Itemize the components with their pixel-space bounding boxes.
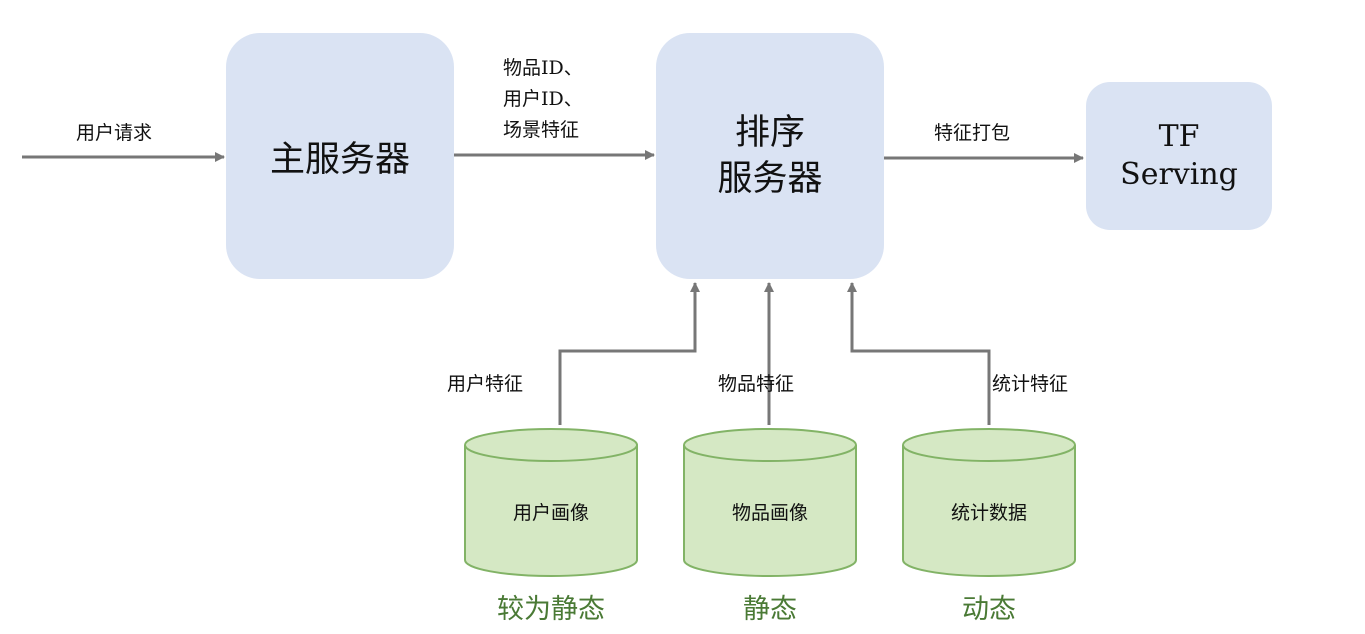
rank-server-box: 排序 服务器 xyxy=(656,33,884,279)
item-feature-label: 物品特征 xyxy=(718,373,795,395)
state-item-profile: 静态 xyxy=(743,594,797,625)
ids-label-line3: 场景特征 xyxy=(503,119,580,141)
rank-server-label-line2: 服务器 xyxy=(717,159,823,199)
ids-label-line2: 用户ID、 xyxy=(503,88,583,110)
main-server-label: 主服务器 xyxy=(269,139,410,180)
database-item-profile xyxy=(683,428,857,577)
state-user-profile: 较为静态 xyxy=(497,594,605,625)
stat-feature-label: 统计特征 xyxy=(992,373,1069,395)
user-feature-label: 用户特征 xyxy=(447,373,524,395)
db-item-profile-label: 物品画像 xyxy=(731,502,808,524)
tf-serving-label-line2: Serving xyxy=(1120,157,1238,192)
user-request-label: 用户请求 xyxy=(76,122,153,144)
state-statistics: 动态 xyxy=(962,594,1016,625)
ids-label-line1: 物品ID、 xyxy=(503,57,583,79)
feature-pack-label: 特征打包 xyxy=(934,122,1011,144)
arrow-stat-feature xyxy=(847,282,991,425)
db-user-profile-label: 用户画像 xyxy=(512,502,589,524)
database-statistics xyxy=(902,428,1076,577)
db-statistics-label: 统计数据 xyxy=(950,502,1027,524)
arrow-user-feature xyxy=(558,282,700,425)
tf-serving-box: TF Serving xyxy=(1086,82,1272,230)
rank-server-label-line1: 排序 xyxy=(734,113,805,153)
tf-serving-label-line1: TF xyxy=(1158,119,1200,154)
main-server-box: 主服务器 xyxy=(226,33,454,279)
database-user-profile xyxy=(464,428,638,577)
